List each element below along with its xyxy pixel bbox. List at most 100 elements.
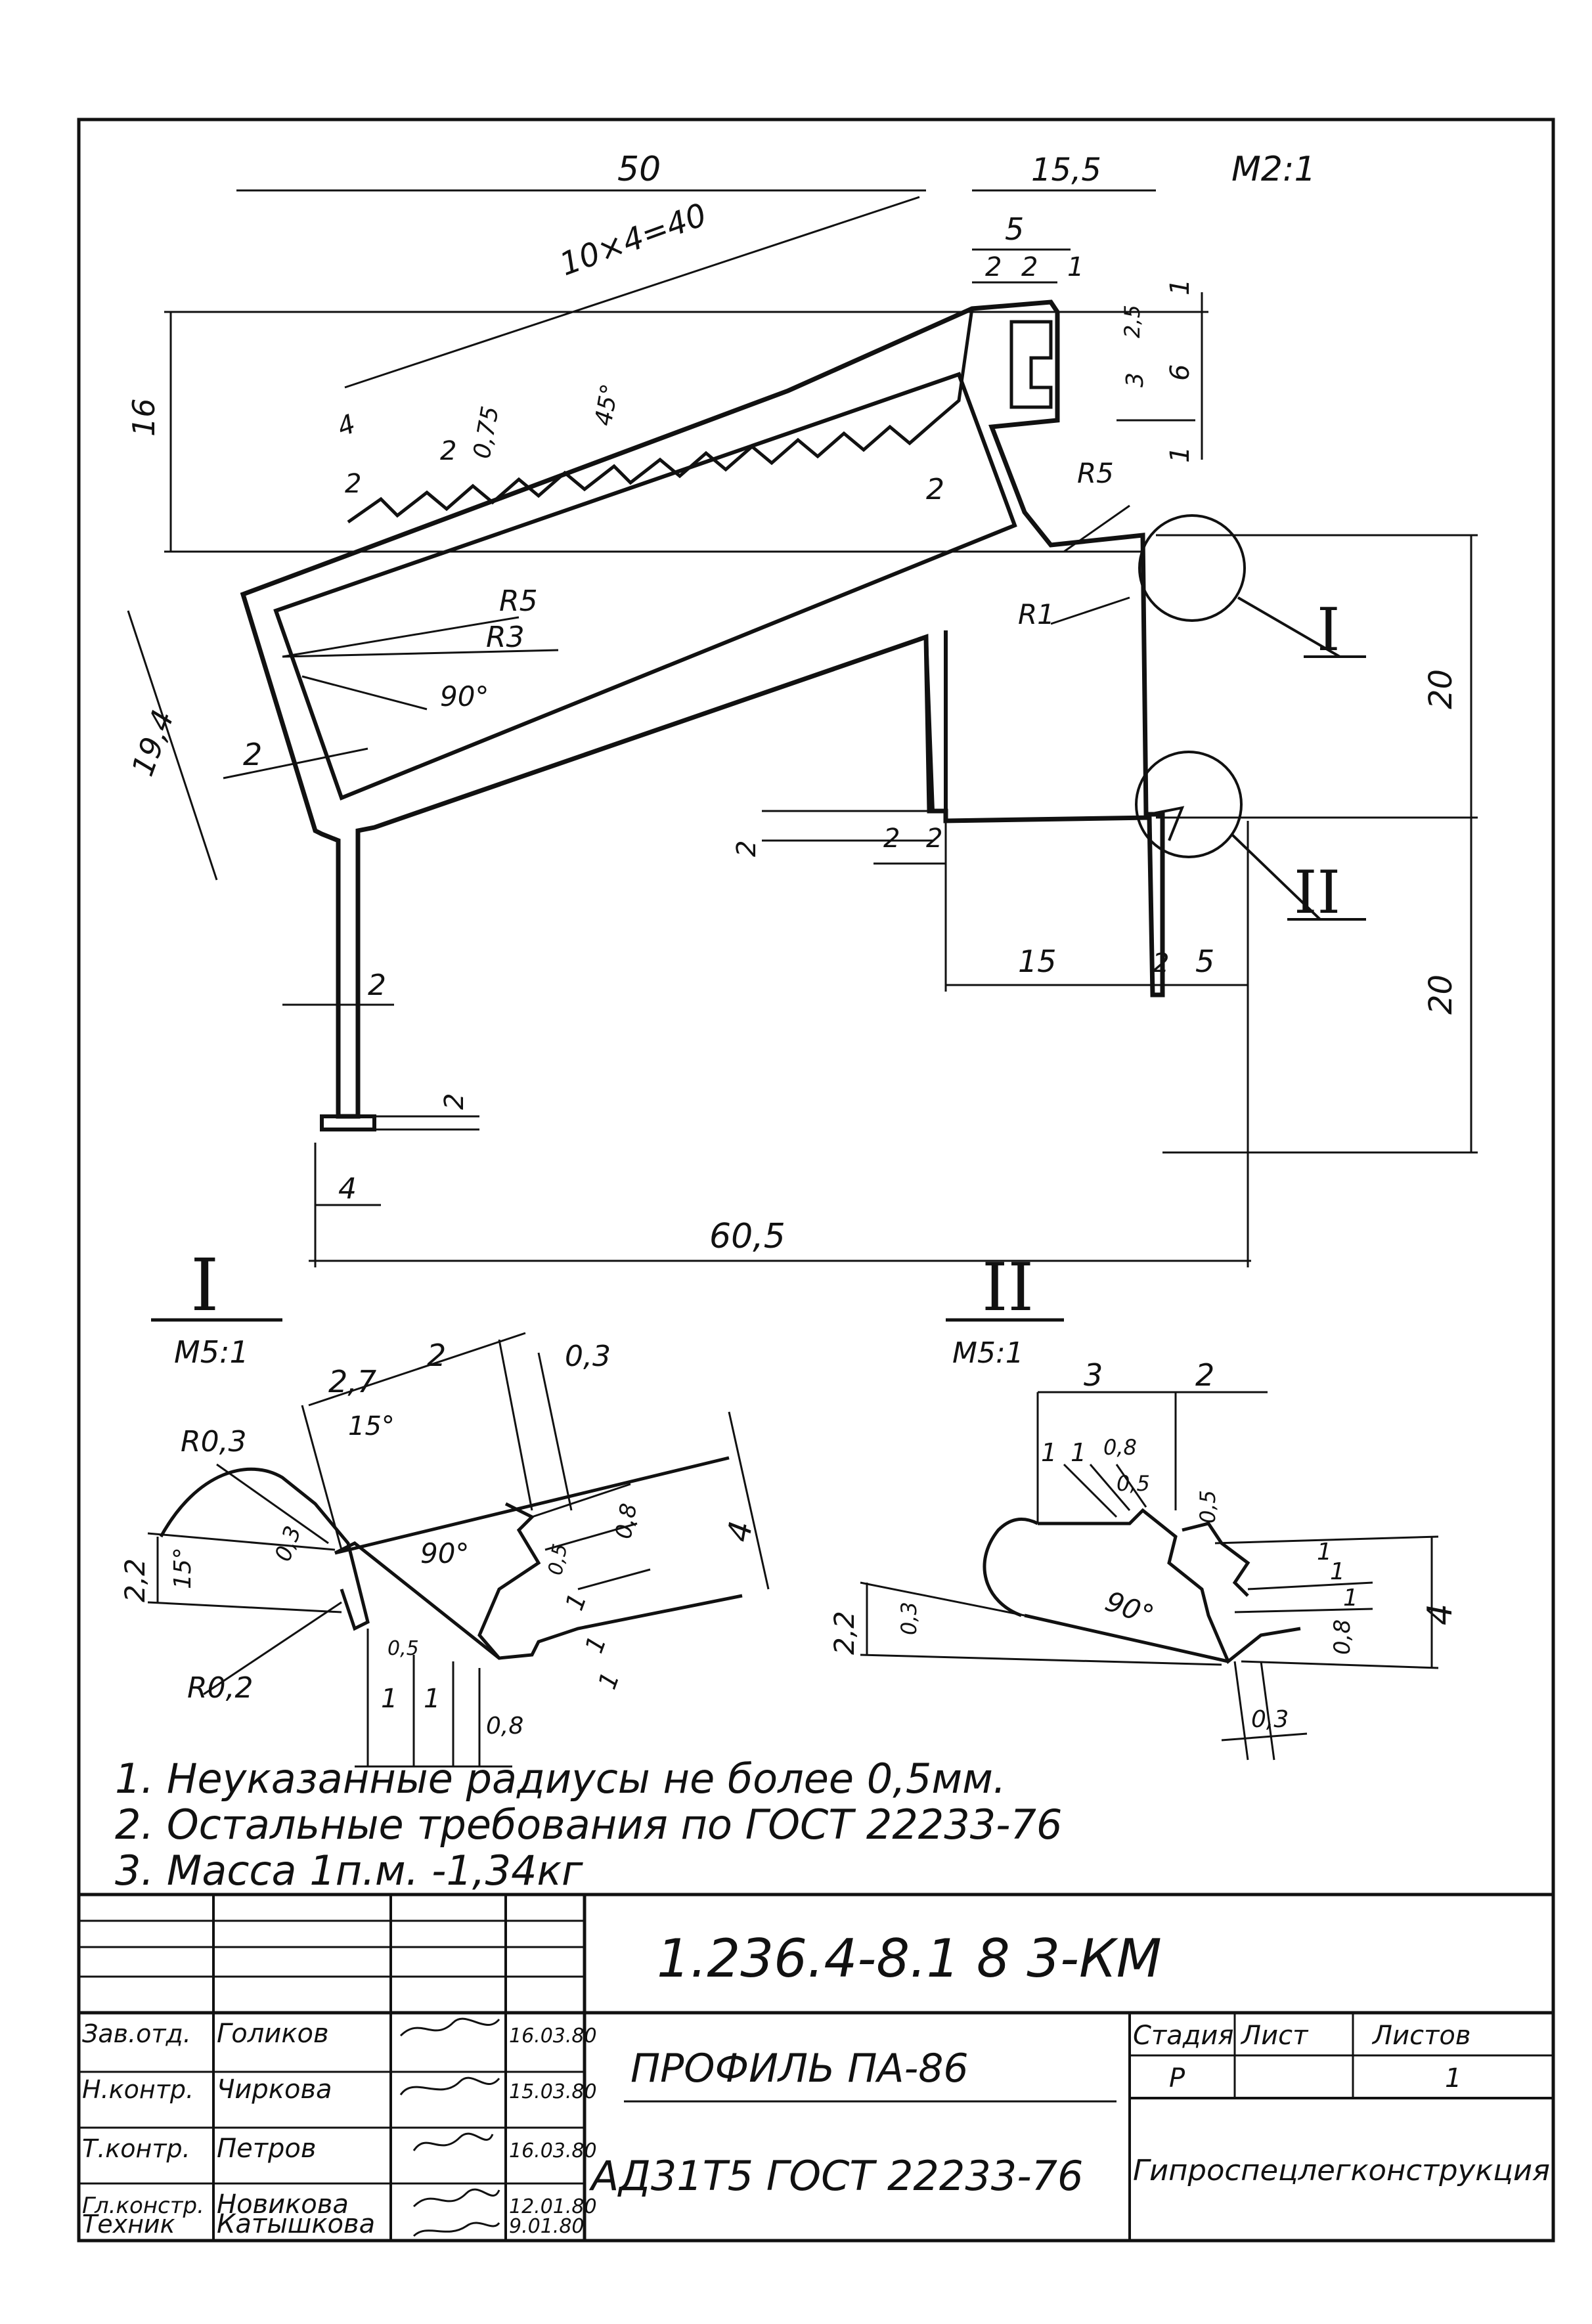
main-profile [240,299,1185,1131]
part-name: ПРОФИЛЬ ПА-86 [630,2046,969,2092]
svg-text:15°: 15° [169,1547,196,1589]
detail-I: I М5:1 2,7 [119,1243,770,1768]
svg-text:2: 2 [427,1338,446,1373]
svg-text:60,5: 60,5 [709,1217,785,1256]
svg-text:1: 1 [560,1589,592,1614]
profile-outline [240,299,1165,1119]
svg-text:2: 2 [1153,948,1169,978]
svg-text:16: 16 [126,398,162,437]
svg-text:2: 2 [243,737,262,772]
svg-text:R1: R1 [1018,598,1055,630]
doc-code: 1.236.4-8.1 8 3-КМ [657,1928,1162,1989]
title-block-text: 1.236.4-8.1 8 3-КМ ПРОФИЛЬ ПА-86 АД31Т5 … [82,1928,1550,2239]
svg-text:0,8: 0,8 [1103,1435,1137,1460]
callout-I-label: I [1317,596,1340,665]
svg-text:1: 1 [1165,447,1195,463]
callout-II-label: II [1294,858,1340,927]
svg-text:0,5: 0,5 [387,1637,419,1660]
svg-text:0,3: 0,3 [896,1602,921,1635]
svg-text:1: 1 [1343,1585,1358,1611]
svg-text:Катышкова: Катышкова [217,2209,375,2239]
svg-text:1: 1 [1071,1438,1086,1467]
svg-text:6: 6 [1165,364,1195,381]
svg-text:R5: R5 [499,584,538,618]
detail-II-scale: М5:1 [952,1336,1024,1370]
svg-text:2: 2 [732,841,762,857]
svg-text:Лист: Лист [1240,2021,1309,2051]
svg-text:1: 1 [1445,2063,1461,2094]
svg-text:0,75: 0,75 [468,405,504,461]
svg-text:1: 1 [1067,252,1084,282]
svg-text:90°: 90° [1101,1585,1159,1632]
detail-I-scale: М5:1 [174,1334,249,1370]
main-dimension-text: М2:1 50 15,5 5 2 2 1 10×4=40 16 1 2,5 6 … [125,150,1459,1256]
svg-text:4: 4 [338,1172,357,1206]
svg-text:90°: 90° [420,1537,469,1569]
svg-text:1: 1 [424,1684,440,1714]
svg-text:0,8: 0,8 [610,1501,642,1541]
svg-text:Стадия: Стадия [1133,2021,1233,2051]
svg-text:2: 2 [345,469,361,499]
svg-text:50: 50 [617,150,661,189]
serration [347,308,974,524]
svg-text:Зав.отд.: Зав.отд. [82,2019,191,2048]
svg-text:3: 3 [1084,1357,1103,1393]
svg-text:R0,2: R0,2 [187,1671,254,1705]
svg-text:Голиков: Голиков [217,2019,329,2049]
svg-text:20: 20 [1423,669,1459,709]
svg-text:1: 1 [592,1668,625,1693]
svg-text:9.01.80: 9.01.80 [509,2215,585,2238]
svg-text:0,3: 0,3 [270,1523,307,1565]
svg-text:1: 1 [1317,1539,1332,1566]
svg-text:2: 2 [1195,1357,1214,1393]
svg-text:4: 4 [334,408,360,443]
svg-text:Гл.констр.: Гл.констр. [82,2193,204,2219]
svg-text:Новикова: Новикова [217,2189,349,2220]
svg-text:12.01.80: 12.01.80 [509,2195,597,2218]
svg-text:90°: 90° [440,680,489,713]
main-dimension-lines [127,189,1478,1267]
svg-text:2: 2 [440,436,456,466]
svg-text:Техник: Техник [82,2210,175,2239]
svg-text:15.03.80: 15.03.80 [509,2080,597,2103]
svg-text:1: 1 [1041,1438,1057,1467]
svg-text:15,5: 15,5 [1031,152,1101,188]
svg-text:2: 2 [926,823,942,854]
svg-text:2,2: 2,2 [119,1558,151,1602]
svg-text:5: 5 [1005,211,1024,247]
svg-text:2: 2 [368,969,386,1002]
scale-main: М2:1 [1231,150,1316,189]
detail-II-label: II [982,1249,1034,1326]
svg-text:0,5: 0,5 [1195,1490,1220,1524]
svg-text:2: 2 [439,1093,470,1110]
svg-text:5: 5 [1195,944,1214,979]
svg-text:Петров: Петров [217,2134,316,2164]
svg-text:0,3: 0,3 [565,1340,611,1373]
callout-marks [1135,514,1366,921]
svg-text:15°: 15° [348,1411,395,1441]
svg-text:16.03.80: 16.03.80 [509,2025,597,2048]
svg-text:0,3: 0,3 [1251,1706,1289,1733]
svg-text:0,8: 0,8 [1329,1619,1356,1655]
svg-text:Н.контр.: Н.контр. [82,2075,194,2104]
detail-I-label: I [190,1243,219,1327]
svg-text:16.03.80: 16.03.80 [509,2139,597,2162]
svg-text:1: 1 [579,1632,612,1657]
title-block [79,1893,1553,2241]
material: АД31Т5 ГОСТ 22233-76 [588,2152,1083,2200]
sheet-frame [77,118,1555,2243]
svg-text:3: 3 [1122,372,1149,387]
signatures [399,2017,500,2237]
note-1: 1. Неуказанные радиусы не более 0,5мм. [115,1755,1006,1803]
svg-text:2,7: 2,7 [328,1364,376,1399]
svg-text:2: 2 [883,823,900,854]
svg-text:4: 4 [1421,1604,1460,1625]
svg-text:1: 1 [381,1684,397,1714]
svg-text:2: 2 [985,252,1002,282]
svg-text:2,5: 2,5 [1120,305,1145,338]
svg-text:Т.контр.: Т.контр. [82,2134,190,2163]
svg-text:20: 20 [1423,975,1459,1015]
svg-text:0,8: 0,8 [486,1713,523,1740]
detail-II: II М5:1 3 [828,1249,1460,1761]
